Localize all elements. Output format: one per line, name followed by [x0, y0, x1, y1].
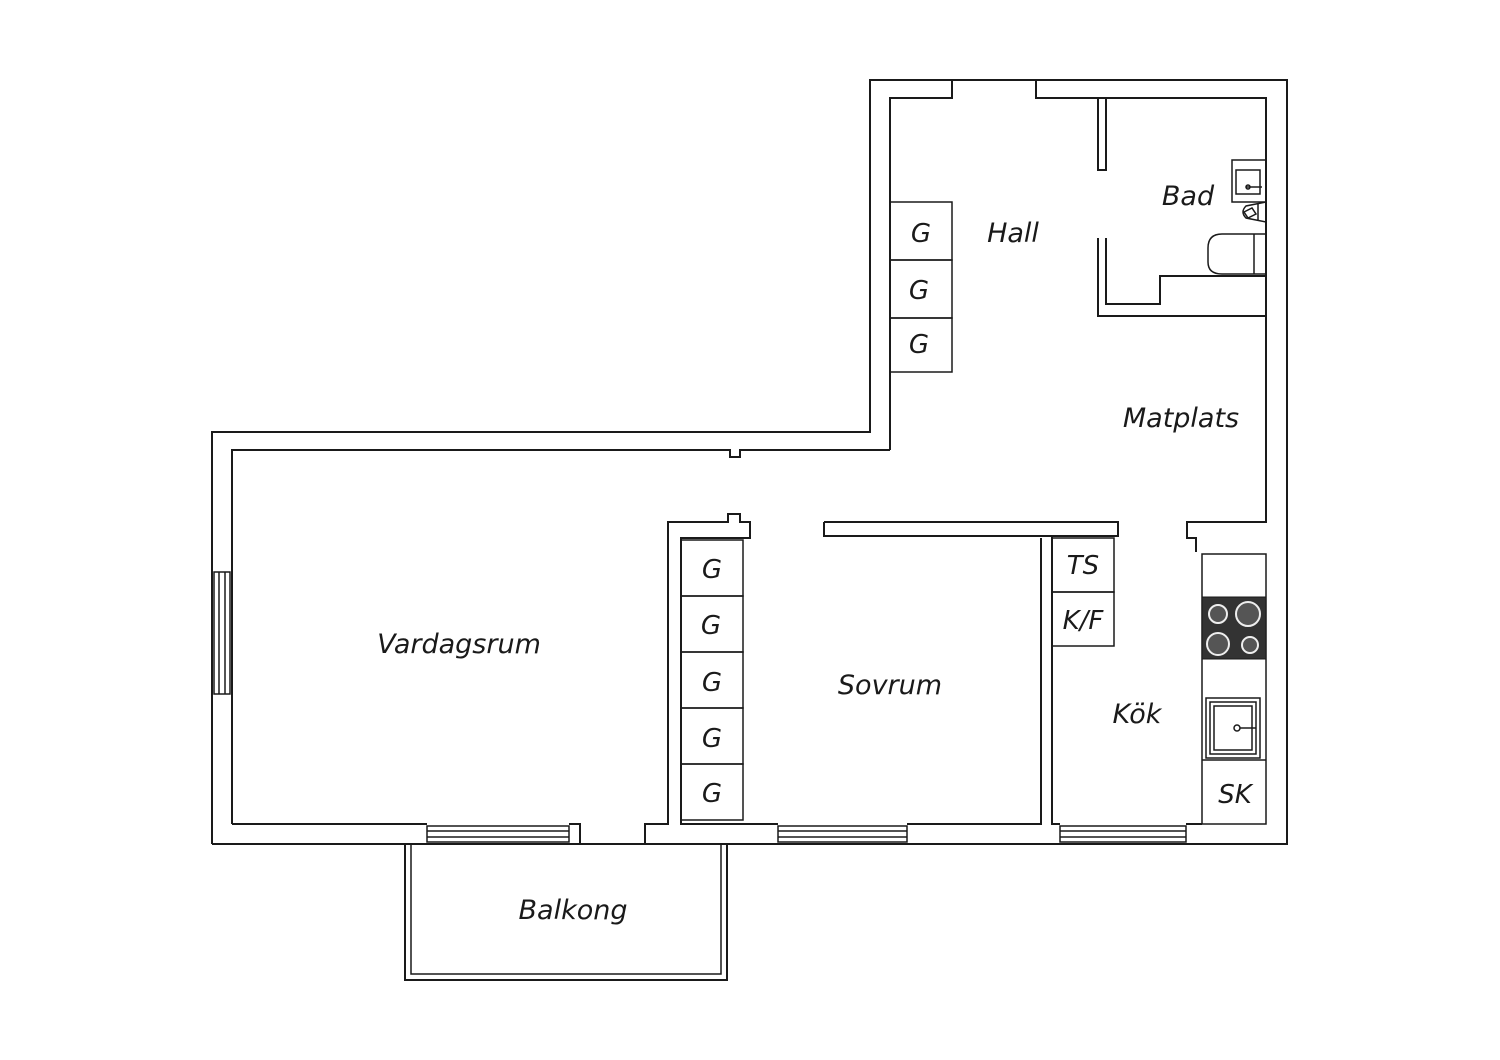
bathroom-walls: [1097, 98, 1266, 317]
window-living-bottom: [426, 825, 570, 843]
hall-wardrobe-label: G: [909, 330, 929, 360]
bedroom-wardrobe-label: G: [702, 724, 722, 754]
room-label-hall: Hall: [987, 218, 1039, 249]
room-label-sovrum: Sovrum: [838, 670, 942, 701]
room-label-vardagsrum: Vardagsrum: [377, 629, 541, 660]
room-label-matplats: Matplats: [1123, 403, 1239, 434]
room-label-balkong: Balkong: [519, 895, 628, 926]
hall-wardrobes: [889, 201, 953, 373]
kitchen-sink-icon: [1205, 697, 1261, 759]
broom-closet-label: SK: [1218, 780, 1254, 810]
window-bedroom-bottom: [777, 825, 908, 843]
stove-icon: [1201, 596, 1267, 660]
room-labels: Hall Bad Matplats Vardagsrum Sovrum Kök …: [377, 181, 1239, 926]
windows: [213, 571, 1187, 843]
toilet-icon: [1242, 201, 1267, 223]
bedroom-wardrobes: [680, 539, 744, 821]
balcony: [404, 844, 728, 981]
fridge-freezer-label: K/F: [1063, 606, 1105, 636]
fixture-labels: G G G G G G G G TS K/F SK: [701, 219, 1254, 810]
bedroom-wardrobe-label: G: [701, 611, 721, 641]
hall-wardrobe-label: G: [909, 276, 929, 306]
bedroom-wardrobe-label: G: [702, 555, 722, 585]
room-label-kok: Kök: [1113, 699, 1163, 730]
window-living-left: [213, 571, 231, 695]
bathroom-fixtures: [1207, 159, 1267, 275]
hall-wardrobe-label: G: [911, 219, 931, 249]
bedroom-wardrobe-label: G: [702, 779, 722, 809]
bedroom-wardrobe-label: G: [702, 668, 722, 698]
tumble-dryer-label: TS: [1067, 551, 1099, 581]
room-label-bad: Bad: [1162, 181, 1215, 212]
shower-icon: [1207, 233, 1266, 275]
kitchen-fixtures: [1051, 537, 1267, 825]
washbasin-icon: [1231, 159, 1267, 203]
window-kitchen-bottom: [1059, 825, 1187, 843]
